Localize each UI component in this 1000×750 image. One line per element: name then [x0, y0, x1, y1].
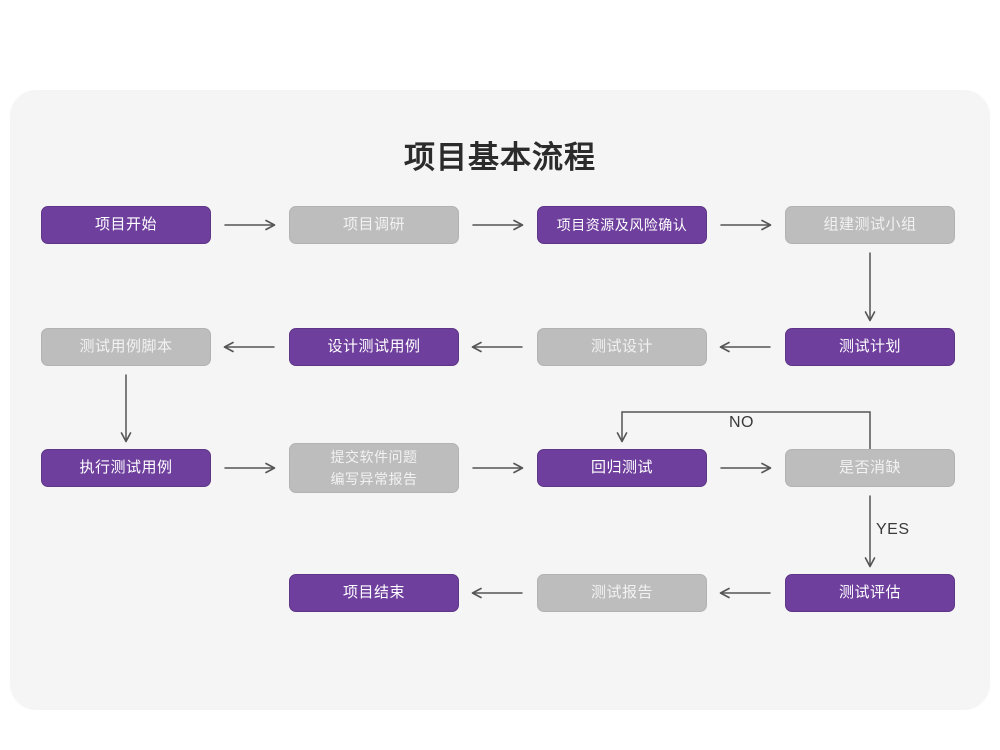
flow-node-resource-risk-confirm[interactable]: 项目资源及风险确认	[537, 206, 707, 244]
flow-node-test-case-script[interactable]: 测试用例脚本	[41, 328, 211, 366]
flow-node-submit-defect-report[interactable]: 提交软件问题 编写异常报告	[289, 443, 459, 493]
flow-node-label: 测试设计	[590, 338, 653, 355]
flow-node-project-end[interactable]: 项目结束	[289, 574, 459, 612]
flow-node-label: 项目开始	[94, 216, 157, 233]
flow-node-label: 执行测试用例	[79, 459, 173, 476]
flow-node-test-evaluation[interactable]: 测试评估	[785, 574, 955, 612]
flow-node-test-design[interactable]: 测试设计	[537, 328, 707, 366]
flow-node-label: 是否消缺	[838, 459, 901, 476]
flow-node-label-line2: 编写异常报告	[330, 471, 418, 487]
flow-node-label: 项目结束	[342, 584, 405, 601]
flow-node-defect-resolved-decision[interactable]: 是否消缺	[785, 449, 955, 487]
flow-node-label: 测试计划	[838, 338, 901, 355]
flow-node-project-research[interactable]: 项目调研	[289, 206, 459, 244]
flow-node-execute-test-case[interactable]: 执行测试用例	[41, 449, 211, 487]
edge-label-no: NO	[729, 414, 754, 431]
flow-node-test-plan[interactable]: 测试计划	[785, 328, 955, 366]
flow-node-build-test-team[interactable]: 组建测试小组	[785, 206, 955, 244]
flow-node-label: 项目资源及风险确认	[556, 217, 688, 233]
flow-node-label: 测试评估	[838, 584, 901, 601]
flow-node-label: 测试报告	[590, 584, 653, 601]
flow-node-test-report[interactable]: 测试报告	[537, 574, 707, 612]
flow-node-label: 测试用例脚本	[79, 338, 173, 355]
flow-node-label: 设计测试用例	[327, 338, 421, 355]
edge-label-yes: YES	[876, 521, 910, 538]
flow-node-label: 组建测试小组	[823, 216, 917, 233]
flowchart-panel	[10, 90, 990, 710]
flow-node-design-test-case[interactable]: 设计测试用例	[289, 328, 459, 366]
flow-node-label: 项目调研	[342, 216, 405, 233]
page-title: 项目基本流程	[404, 140, 596, 175]
flow-node-label: 提交软件问题	[330, 449, 418, 465]
flow-node-project-start[interactable]: 项目开始	[41, 206, 211, 244]
flow-node-label: 回归测试	[590, 459, 653, 476]
flow-node-regression-test[interactable]: 回归测试	[537, 449, 707, 487]
